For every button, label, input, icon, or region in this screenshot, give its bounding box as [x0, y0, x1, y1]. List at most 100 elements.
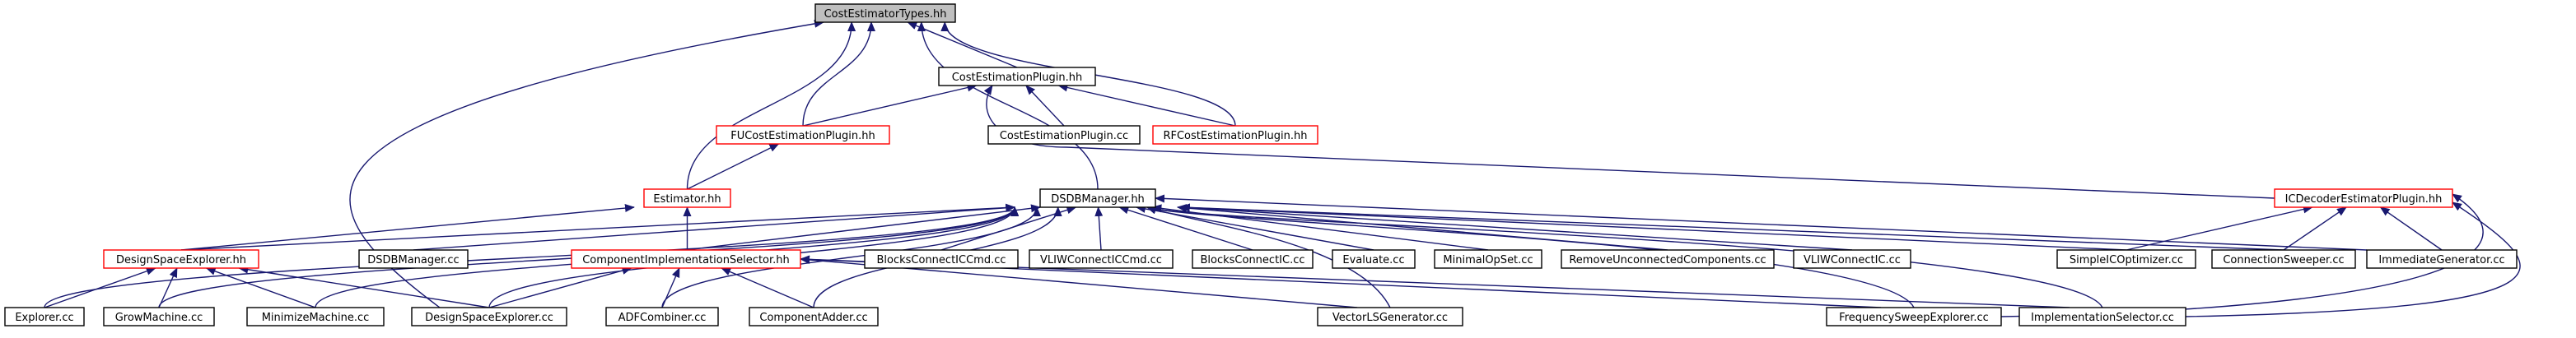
edge-adf-to-dsdb — [661, 206, 1041, 308]
edge-implsel-to-icdec — [2185, 201, 2521, 317]
node-bcicc[interactable]: BlocksConnectICCmd.cc — [864, 249, 1019, 269]
edge-dse_cc-to-dse_hh — [238, 265, 490, 308]
node-icdec[interactable]: ICDecoderEstimatorPlugin.hh — [2274, 188, 2453, 208]
node-growm[interactable]: GrowMachine.cc — [103, 307, 215, 326]
node-dsdb_cc[interactable]: DSDBManager.cc — [358, 249, 469, 269]
node-box — [571, 249, 801, 269]
node-vliwcic[interactable]: VLIWConnectIC.cc — [1793, 249, 1911, 269]
edge-estimator-to-fucep — [687, 143, 780, 190]
node-label: DSDBManager.cc — [367, 254, 459, 266]
node-dsdb[interactable]: DSDBManager.hh — [1039, 188, 1156, 208]
node-root[interactable]: CostEstimatorTypes.hh — [814, 3, 956, 23]
edge-bcic-to-dsdb — [1118, 206, 1253, 251]
node-label: Explorer.cc — [15, 312, 73, 324]
node-box — [2211, 249, 2356, 269]
node-box — [938, 67, 1096, 86]
edge-minm-to-dse_hh — [205, 267, 316, 308]
edges — [44, 19, 2521, 317]
node-bcic[interactable]: BlocksConnectIC.cc — [1192, 249, 1314, 269]
node-label: DesignSpaceExplorer.cc — [425, 312, 553, 324]
nodes: CostEstimatorTypes.hhCostEstimationPlugi… — [4, 3, 2518, 326]
node-label: CostEstimationPlugin.hh — [952, 72, 1083, 84]
node-label: ComponentImplementationSelector.hh — [582, 254, 790, 266]
edge-implsel-to-dsdb — [1146, 206, 2103, 308]
node-label: FrequencySweepExplorer.cc — [1839, 312, 1989, 324]
node-box — [987, 125, 1141, 145]
edge-growm-to-dse_hh — [158, 267, 178, 308]
edge-vliwcicc-to-dsdb — [1094, 206, 1104, 251]
node-adf[interactable]: ADFCombiner.cc — [605, 307, 719, 326]
node-estimator[interactable]: Estimator.hh — [643, 188, 731, 208]
edge-dsdb_cc-to-dsdb — [413, 203, 1016, 251]
node-box — [2274, 188, 2453, 208]
edge-fse-to-dsdb — [1146, 206, 1915, 308]
node-box — [749, 307, 879, 326]
node-simpleic[interactable]: SimpleICOptimizer.cc — [2056, 249, 2196, 269]
node-label: ImplementationSelector.cc — [2031, 312, 2174, 324]
node-box — [1192, 249, 1314, 269]
node-box — [643, 188, 731, 208]
edge-estimator-to-root — [686, 21, 856, 190]
edge-simpleic-to-icdec — [2126, 205, 2313, 251]
node-connsweep[interactable]: ConnectionSweeper.cc — [2211, 249, 2356, 269]
node-evaluate[interactable]: Evaluate.cc — [1332, 249, 1416, 269]
node-label: FUCostEstimationPlugin.hh — [730, 130, 875, 142]
node-label: VLIWConnectICCmd.cc — [1040, 254, 1162, 266]
node-label: SimpleICOptimizer.cc — [2070, 254, 2183, 266]
node-implsel[interactable]: ImplementationSelector.cc — [2018, 307, 2186, 326]
node-minops[interactable]: MinimalOpSet.cc — [1434, 249, 1542, 269]
edge-fucep-to-cep_hh — [802, 83, 978, 127]
node-explorer[interactable]: Explorer.cc — [4, 307, 85, 326]
node-box — [864, 249, 1019, 269]
node-label: Estimator.hh — [653, 193, 721, 206]
node-label: CostEstimationPlugin.cc — [1000, 130, 1128, 142]
node-box — [1793, 249, 1911, 269]
node-label: DesignSpaceExplorer.hh — [116, 254, 246, 266]
node-box — [103, 307, 215, 326]
node-label: BlocksConnectICCmd.cc — [876, 254, 1006, 266]
edge-compadd-to-cis — [721, 267, 814, 308]
node-box — [358, 249, 469, 269]
node-dse_hh[interactable]: DesignSpaceExplorer.hh — [103, 249, 259, 269]
node-box — [605, 307, 719, 326]
node-ruc[interactable]: RemoveUnconnectedComponents.cc — [1561, 249, 1775, 269]
node-rfcep[interactable]: RFCostEstimationPlugin.hh — [1152, 125, 1318, 145]
node-box — [4, 307, 85, 326]
node-box — [2366, 249, 2518, 269]
node-label: DSDBManager.hh — [1051, 193, 1145, 206]
node-vliwcicc[interactable]: VLIWConnectICCmd.cc — [1029, 249, 1174, 269]
node-fucep[interactable]: FUCostEstimationPlugin.hh — [716, 125, 890, 145]
node-cep_cc[interactable]: CostEstimationPlugin.cc — [987, 125, 1141, 145]
edge-explorer-to-dsdb — [44, 206, 1019, 308]
node-box — [1152, 125, 1318, 145]
edge-dse_hh-to-dsdb — [180, 203, 1016, 251]
edge-simpleic-to-dsdb — [1179, 203, 2127, 251]
edge-cep_cc-to-cep_hh — [1025, 85, 1065, 127]
node-compadd[interactable]: ComponentAdder.cc — [749, 307, 879, 326]
node-box — [1039, 188, 1156, 208]
node-cis[interactable]: ComponentImplementationSelector.hh — [571, 249, 801, 269]
node-box — [1029, 249, 1174, 269]
node-dse_cc[interactable]: DesignSpaceExplorer.cc — [411, 307, 567, 326]
node-box — [411, 307, 567, 326]
node-label: ComponentAdder.cc — [759, 312, 867, 324]
node-box — [1332, 249, 1416, 269]
edge-adf-to-cis — [661, 267, 680, 308]
node-vecls[interactable]: VectorLSGenerator.cc — [1317, 307, 1463, 326]
node-label: GrowMachine.cc — [115, 312, 203, 324]
edge-vliwcic-to-dsdb — [1179, 203, 1853, 251]
edge-cis-to-dsdb — [685, 204, 1041, 251]
edge-immgen-to-icdec — [2379, 206, 2443, 251]
node-immgen[interactable]: ImmediateGenerator.cc — [2366, 249, 2518, 269]
edge-cep_hh-to-root — [907, 21, 1018, 68]
edge-dsdb-to-root — [917, 21, 1099, 190]
node-cep_hh[interactable]: CostEstimationPlugin.hh — [938, 67, 1096, 86]
node-fse[interactable]: FrequencySweepExplorer.cc — [1826, 307, 2002, 326]
node-label: MinimalOpSet.cc — [1443, 254, 1533, 266]
node-label: CostEstimatorTypes.hh — [824, 8, 947, 21]
edge-fucep-to-root — [802, 21, 875, 127]
node-minm[interactable]: MinimizeMachine.cc — [246, 307, 385, 326]
node-box — [1434, 249, 1542, 269]
node-label: VectorLSGenerator.cc — [1332, 312, 1448, 324]
